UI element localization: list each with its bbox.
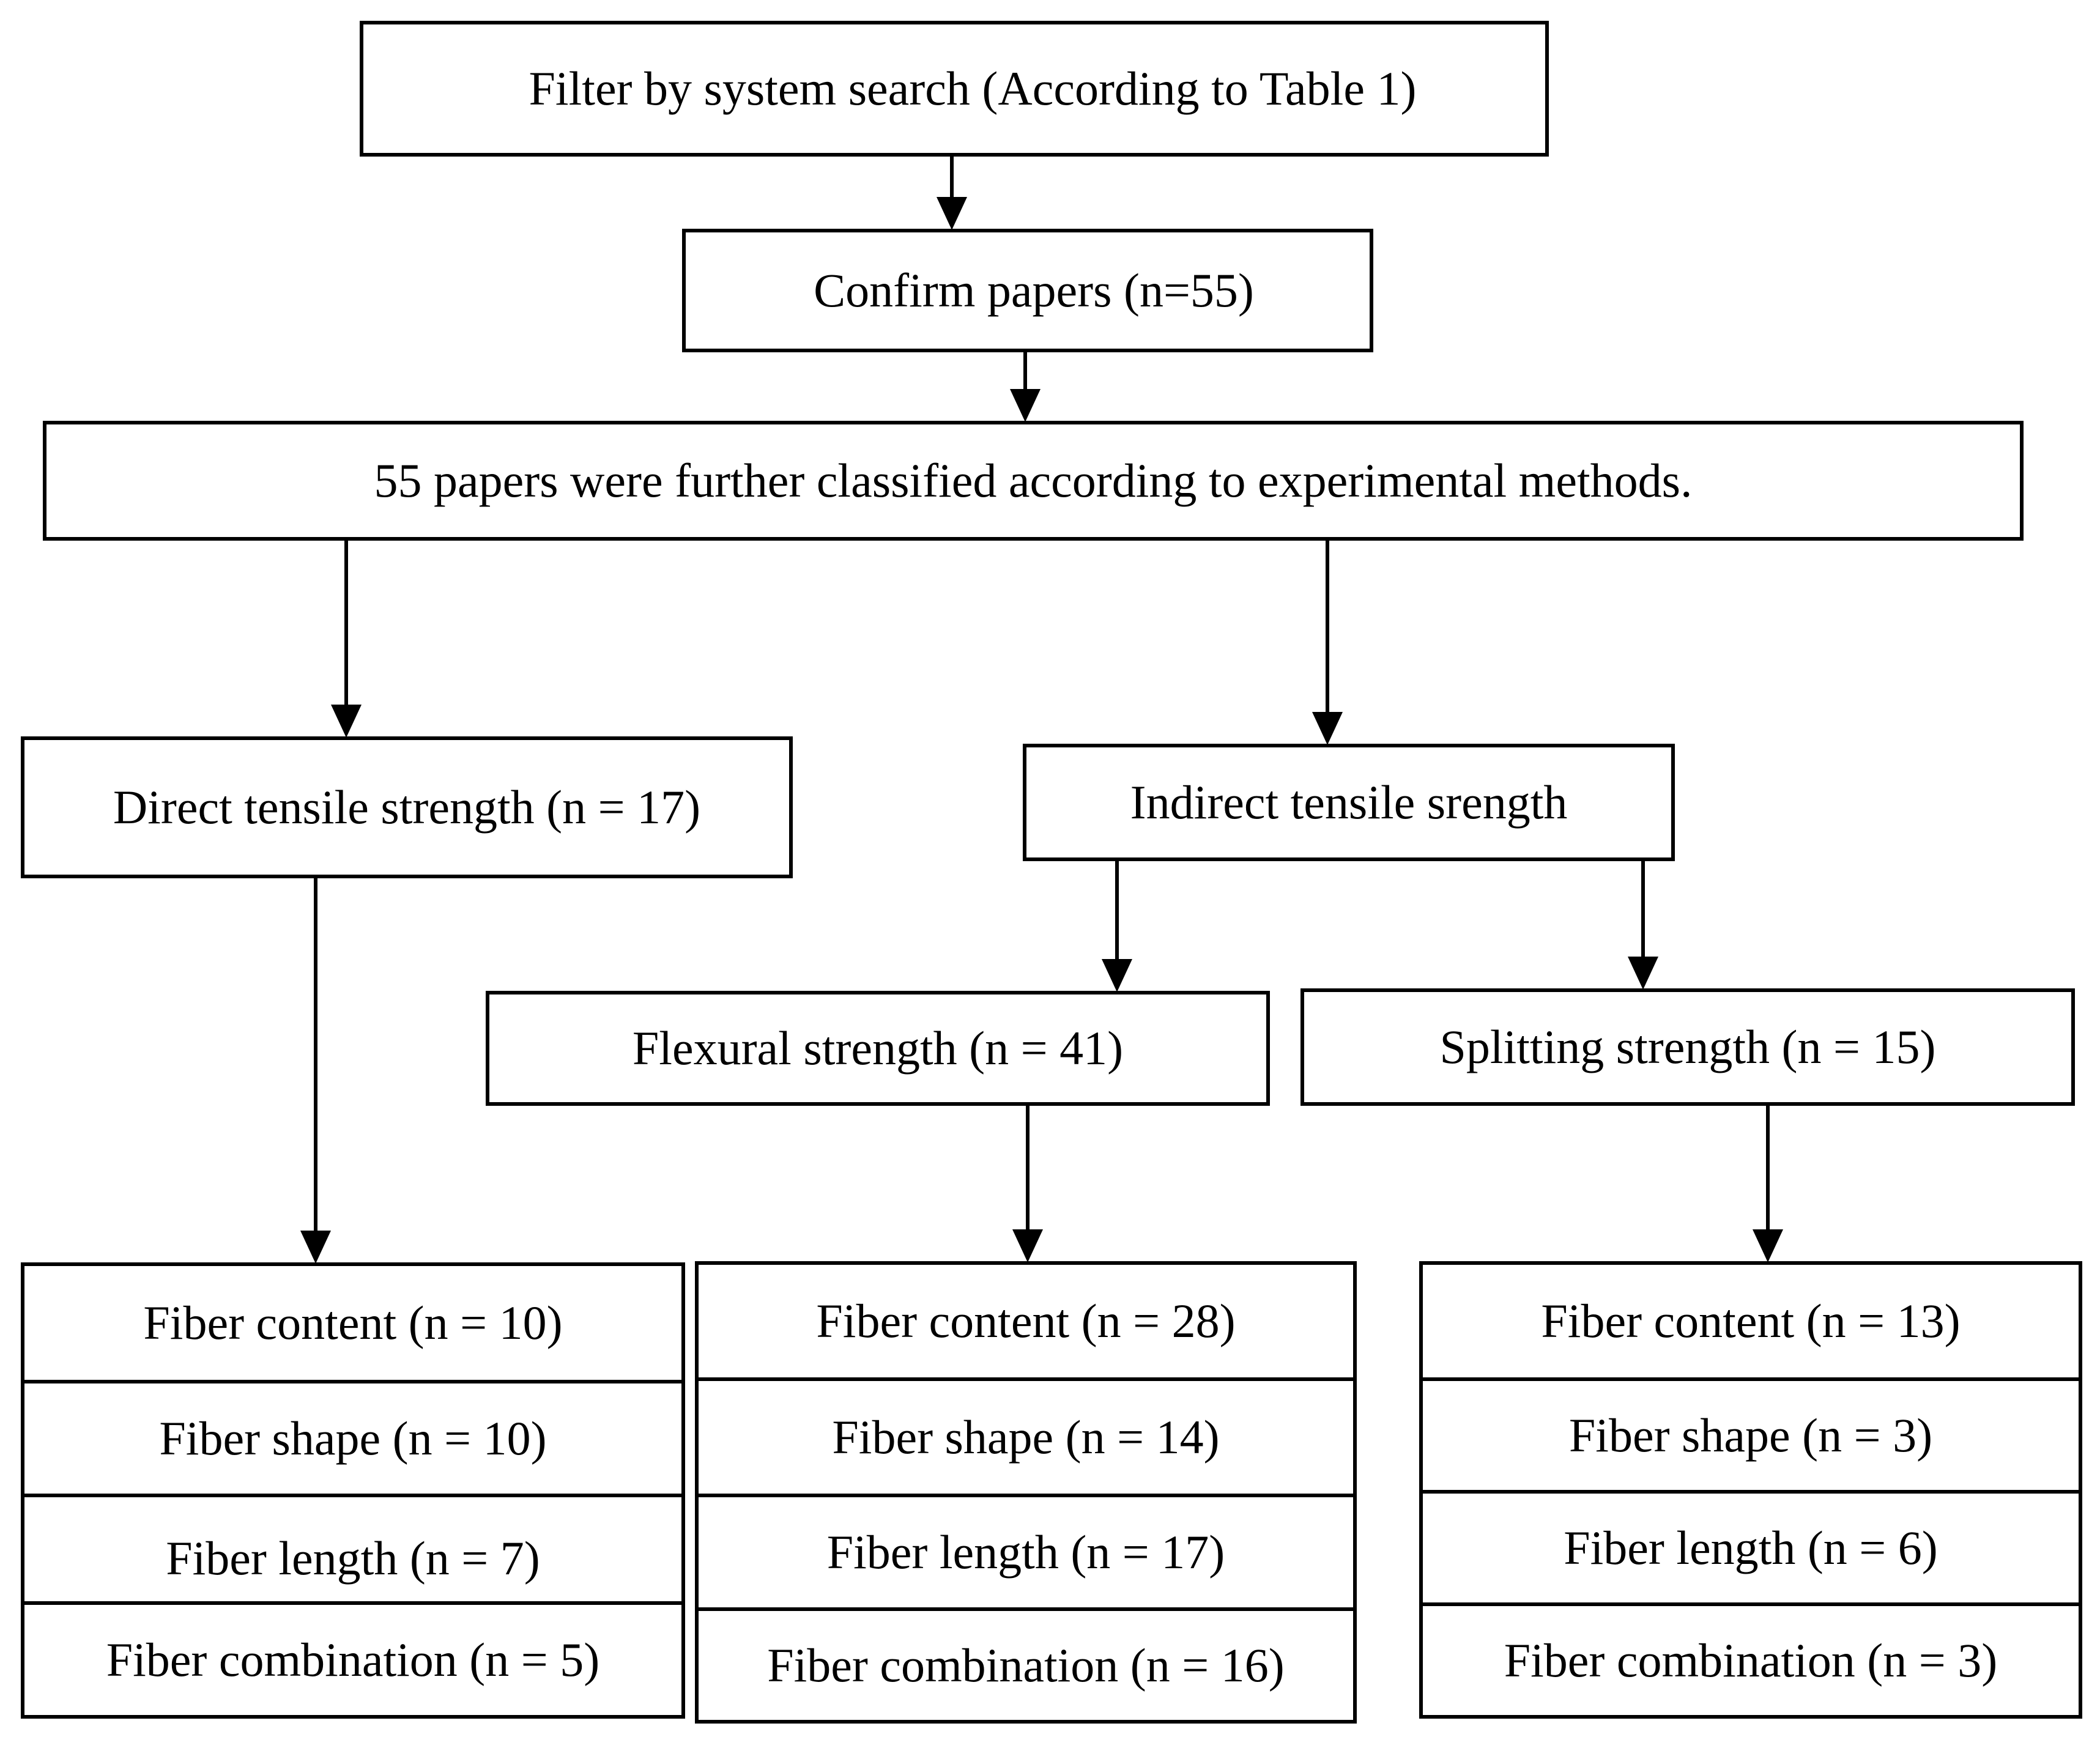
list-item: Fiber content (n = 10) [143, 1296, 563, 1349]
arrowhead-flexural-to-group [1012, 1229, 1043, 1262]
divider [1423, 1490, 2079, 1494]
list-item: Fiber length (n = 6) [1564, 1521, 1938, 1574]
divider [699, 1377, 1353, 1381]
list-item: Fiber content (n = 28) [816, 1294, 1236, 1347]
arrowhead-classified-to-indirect [1312, 712, 1343, 745]
direct-factors-group: Fiber content (n = 10) Fiber shape (n = … [21, 1262, 685, 1719]
list-item: Fiber content (n = 13) [1541, 1294, 1961, 1347]
divider [1423, 1602, 2079, 1606]
arrowhead-filter-to-confirm [937, 197, 967, 230]
list-item: Fiber length (n = 17) [826, 1525, 1225, 1579]
arrowhead-indirect-to-flexural [1102, 959, 1132, 992]
indirect-tensile-box: Indirect tensile srength [1023, 744, 1675, 861]
classified-box: 55 papers were further classified accord… [43, 421, 2024, 541]
list-item: Fiber shape (n = 3) [1568, 1409, 1933, 1462]
divider [24, 1494, 681, 1497]
flexural-factors-group: Fiber content (n = 28) Fiber shape (n = … [695, 1261, 1357, 1724]
arrowhead-classified-to-direct [331, 705, 362, 738]
arrowhead-splitting-to-group [1753, 1229, 1783, 1262]
divider [699, 1607, 1353, 1611]
list-item: Fiber combination (n = 16) [767, 1639, 1285, 1692]
splitting-factors-group: Fiber content (n = 13) Fiber shape (n = … [1419, 1261, 2082, 1719]
filter-box: Filter by system search (According to Ta… [360, 21, 1549, 157]
splitting-strength-box: Splitting strength (n = 15) [1300, 988, 2075, 1106]
divider [1423, 1377, 2079, 1381]
confirm-papers-box: Confirm papers (n=55) [682, 229, 1373, 352]
arrowhead-direct-to-group [300, 1231, 331, 1264]
flexural-strength-box: Flexural strength (n = 41) [486, 991, 1270, 1106]
list-item: Fiber length (n = 7) [166, 1531, 540, 1585]
list-item: Fiber shape (n = 14) [832, 1410, 1220, 1464]
direct-tensile-box: Direct tensile strength (n = 17) [21, 736, 793, 878]
list-item: Fiber combination (n = 5) [106, 1633, 600, 1686]
divider [24, 1601, 681, 1605]
divider [24, 1380, 681, 1383]
divider [699, 1494, 1353, 1497]
arrowhead-indirect-to-splitting [1628, 957, 1658, 990]
list-item: Fiber shape (n = 10) [159, 1412, 547, 1465]
list-item: Fiber combination (n = 3) [1504, 1634, 1998, 1687]
arrowhead-confirm-to-classified [1010, 389, 1041, 422]
